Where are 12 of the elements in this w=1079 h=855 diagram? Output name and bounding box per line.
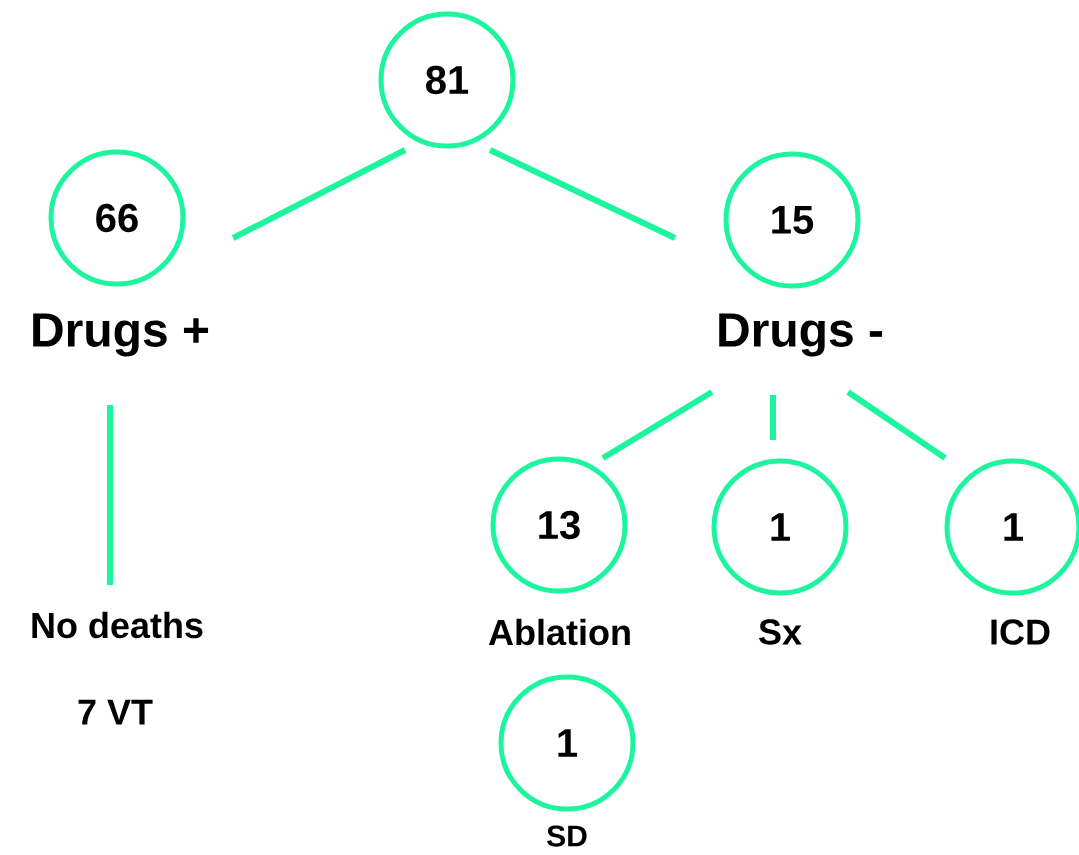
node-caption: 7 VT: [78, 699, 153, 725]
connector-line: [488, 147, 677, 241]
connector-line: [846, 389, 947, 461]
node-caption: SD: [547, 825, 587, 847]
connector-line: [231, 147, 407, 241]
node-caption: Drugs -: [719, 313, 883, 357]
node-caption: ICD: [991, 619, 1050, 645]
node-caption: Drugs +: [33, 313, 209, 357]
node-caption: Sx: [759, 619, 802, 645]
outcome-text: No deaths: [32, 611, 203, 639]
connector-line: [601, 389, 714, 461]
node-caption: Ablation: [488, 618, 630, 646]
